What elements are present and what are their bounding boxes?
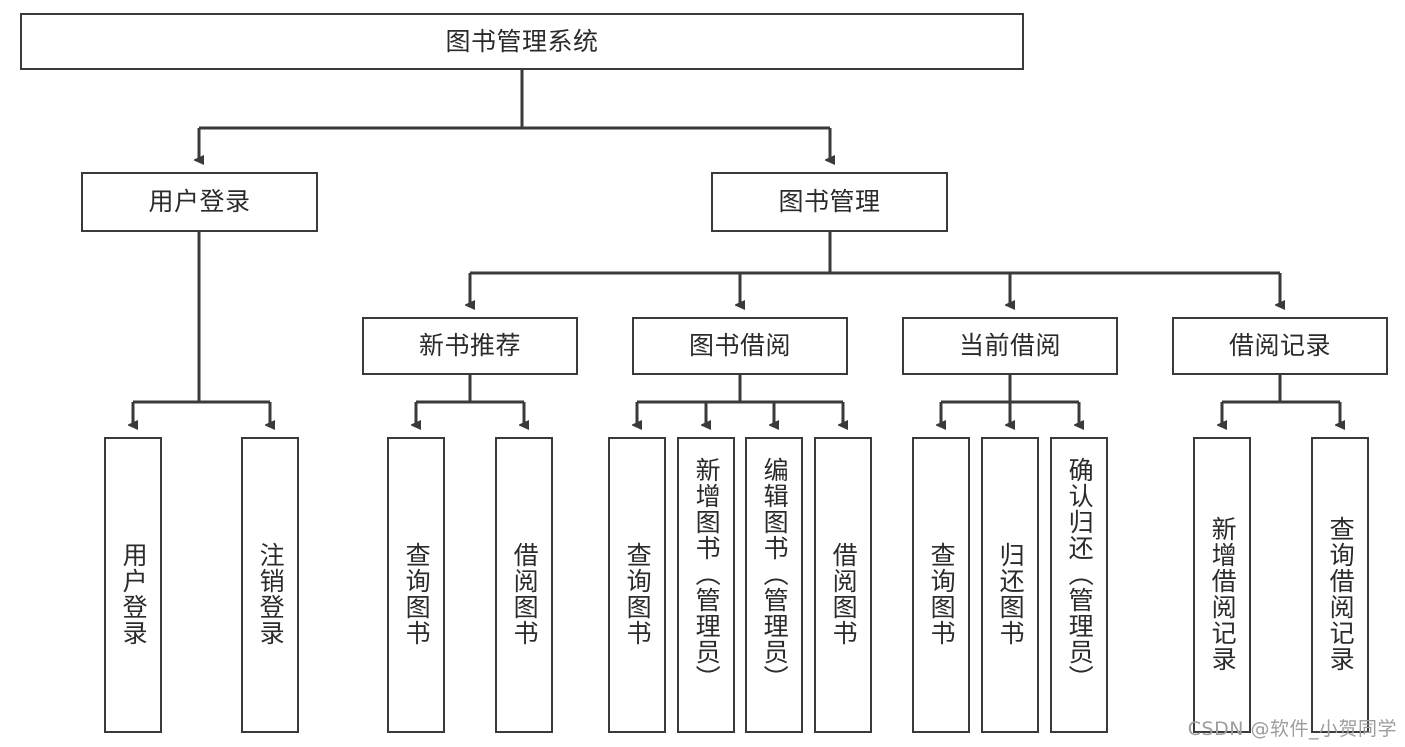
- node-label: 借阅记录: [1228, 331, 1331, 361]
- leaf-new-book-query-book[interactable]: 查询图书: [387, 437, 445, 733]
- leaf-record-query-record[interactable]: 查询借阅记录: [1311, 437, 1369, 733]
- node-label: 查询图书: [927, 542, 957, 646]
- node-label: 图书借阅: [688, 331, 791, 361]
- node-label: 借阅图书: [510, 542, 540, 646]
- node-label: 确认归还（管理员）: [1065, 457, 1095, 691]
- node-label: 用户登录: [148, 187, 251, 217]
- node-book-borrow[interactable]: 图书借阅: [632, 317, 848, 375]
- node-label: 用户登录: [119, 542, 149, 646]
- node-root-system[interactable]: 图书管理系统: [20, 13, 1024, 70]
- leaf-user-login-login[interactable]: 用户登录: [104, 437, 162, 733]
- leaf-record-add-record[interactable]: 新增借阅记录: [1193, 437, 1251, 733]
- node-label: 新增图书（管理员）: [692, 457, 722, 691]
- node-borrow-record[interactable]: 借阅记录: [1172, 317, 1388, 375]
- node-label: 图书管理系统: [445, 26, 599, 56]
- node-label: 新增借阅记录: [1208, 516, 1238, 672]
- leaf-borrow-add-book-admin[interactable]: 新增图书（管理员）: [677, 437, 735, 733]
- leaf-current-confirm-return-admin[interactable]: 确认归还（管理员）: [1050, 437, 1108, 733]
- watermark-text: CSDN @软件_小贺同学: [1187, 718, 1397, 740]
- node-label: 当前借阅: [958, 331, 1061, 361]
- node-label: 归还图书: [996, 542, 1026, 646]
- node-label: 新书推荐: [418, 331, 521, 361]
- node-label: 编辑图书（管理员）: [760, 457, 790, 691]
- leaf-current-query-book[interactable]: 查询图书: [912, 437, 970, 733]
- leaf-borrow-edit-book-admin[interactable]: 编辑图书（管理员）: [745, 437, 803, 733]
- node-user-login[interactable]: 用户登录: [81, 172, 318, 232]
- leaf-user-login-logout[interactable]: 注销登录: [241, 437, 299, 733]
- node-label: 查询图书: [623, 542, 653, 646]
- node-label: 查询借阅记录: [1326, 516, 1356, 672]
- node-book-management[interactable]: 图书管理: [711, 172, 948, 232]
- node-label: 注销登录: [256, 542, 286, 646]
- leaf-new-book-borrow-book[interactable]: 借阅图书: [495, 437, 553, 733]
- node-label: 借阅图书: [829, 542, 859, 646]
- node-current-borrow[interactable]: 当前借阅: [902, 317, 1118, 375]
- leaf-current-return-book[interactable]: 归还图书: [981, 437, 1039, 733]
- node-label: 图书管理: [778, 187, 881, 217]
- node-new-book-recommend[interactable]: 新书推荐: [362, 317, 578, 375]
- node-label: 查询图书: [402, 542, 432, 646]
- leaf-borrow-borrow-book[interactable]: 借阅图书: [814, 437, 872, 733]
- leaf-borrow-query-book[interactable]: 查询图书: [608, 437, 666, 733]
